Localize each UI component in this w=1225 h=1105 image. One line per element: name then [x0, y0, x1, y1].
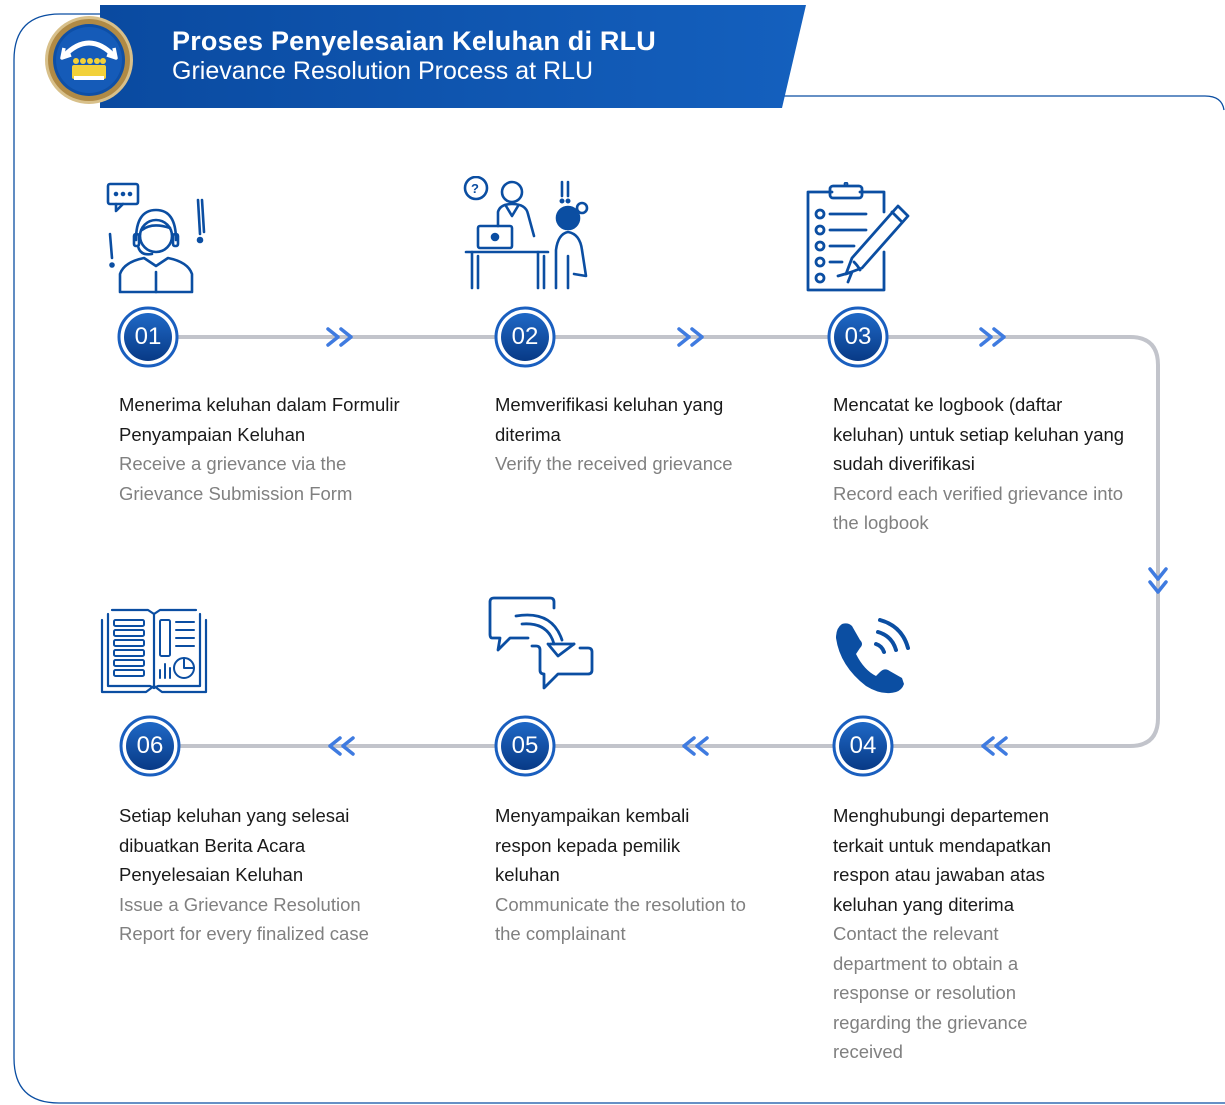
- title-banner: [100, 5, 806, 108]
- connector-03-04: [888, 335, 1160, 748]
- frame-top-line: [780, 95, 1225, 111]
- step-circle-02: [494, 306, 556, 368]
- step-number-04: 04: [849, 732, 877, 759]
- frame-border: [13, 13, 1225, 1104]
- step-circle-04: [832, 715, 894, 777]
- step-number-01: 01: [134, 323, 162, 350]
- arrow-down: [1148, 567, 1168, 594]
- arrow-left-3: [328, 736, 355, 756]
- arrow-left-1: [981, 736, 1008, 756]
- step-05-description-id: Menyampaikan kembali respon kepada pemil…: [495, 805, 690, 885]
- page-subtitle: Grievance Resolution Process at RLU: [172, 57, 594, 85]
- step-02-description-id: Memverifikasi keluhan yang diterima: [495, 394, 724, 445]
- chat-reply-icon: [488, 596, 594, 690]
- step-01-description-en: Receive a grievance via the Grievance Su…: [119, 453, 353, 504]
- step-text-01: Menerima keluhan dalam Formulir Penyampa…: [119, 390, 429, 508]
- step-04-description-en: Contact the relevant department to obtai…: [833, 923, 1028, 1062]
- step-circle-05: [494, 715, 556, 777]
- step-05-description-en: Communicate the resolution to the compla…: [495, 893, 746, 945]
- arrow-right-1: [326, 327, 353, 347]
- step-text-02: Memverifikasi keluhan yang diterima Veri…: [495, 390, 785, 479]
- step-number-05: 05: [511, 732, 539, 759]
- arrow-right-2: [677, 327, 704, 347]
- step-text-05: Menyampaikan kembali respon kepada pemil…: [495, 801, 775, 949]
- step-text-03: Mencatat ke logbook (daftar keluhan) unt…: [833, 390, 1133, 538]
- step-03-description-id: Mencatat ke logbook (daftar keluhan) unt…: [833, 394, 1125, 474]
- step-01-description-id: Menerima keluhan dalam Formulir Penyampa…: [119, 394, 400, 445]
- step-text-06: Setiap keluhan yang selesai dibuatkan Be…: [119, 801, 419, 949]
- clipboard-checklist-icon: [806, 182, 910, 292]
- community-umbrella-icon: [45, 16, 133, 104]
- step-number-06: 06: [136, 732, 164, 759]
- page-title: Proses Penyelesaian Keluhan di RLU: [172, 26, 656, 56]
- report-book-icon: [100, 608, 208, 694]
- step-circle-06: [119, 715, 181, 777]
- step-circle-03: [827, 306, 889, 368]
- phone-call-icon: [836, 618, 910, 694]
- svg-text:?: ?: [471, 181, 479, 196]
- step-06-description-id: Setiap keluhan yang selesai dibuatkan Be…: [119, 805, 350, 885]
- arrow-left-2: [682, 736, 709, 756]
- step-number-03: 03: [844, 323, 872, 350]
- arrow-right-3: [979, 327, 1006, 347]
- step-number-02: 02: [511, 323, 539, 350]
- verification-meeting-icon: ?: [463, 176, 589, 290]
- step-02-description-en: Verify the received grievance: [495, 453, 733, 474]
- call-center-agent-icon: [106, 182, 206, 294]
- step-text-04: Menghubungi departemen terkait untuk men…: [833, 801, 1103, 1067]
- step-circle-01: [117, 306, 179, 368]
- step-04-description-id: Menghubungi departemen terkait untuk men…: [833, 805, 1052, 915]
- step-03-description-en: Record each verified grievance into the …: [833, 482, 1123, 534]
- step-06-description-en: Issue a Grievance Resolution Report for …: [119, 893, 369, 945]
